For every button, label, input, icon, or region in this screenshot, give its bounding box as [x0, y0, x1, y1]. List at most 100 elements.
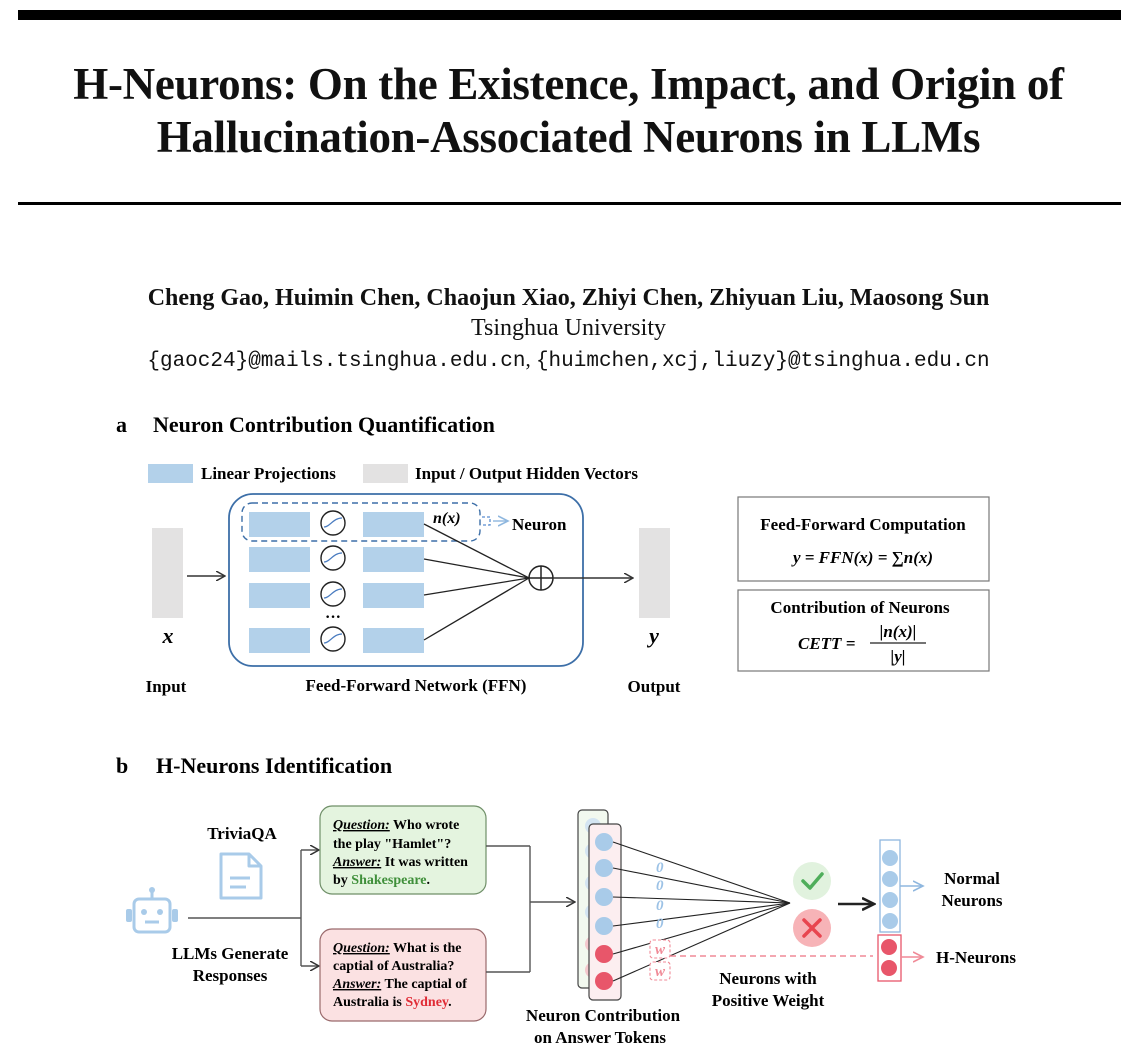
email-group-b[interactable]: {huimchen,xcj,liuzy}@tsinghua.edu.cn [535, 350, 990, 373]
weight-w-box [649, 961, 671, 981]
normal-neurons-line2: Neurons [941, 891, 1002, 910]
output-vector [639, 528, 670, 618]
weight-zero: 0 [656, 860, 664, 876]
contribution-columns [577, 809, 622, 1001]
positive-weights: w w [649, 939, 671, 981]
top-rule [18, 10, 1121, 20]
output-var-y: y [646, 623, 659, 648]
h-neuron-dot [595, 972, 613, 990]
a-text: Australia is [333, 995, 405, 1010]
normal-neuron-dot [882, 892, 898, 908]
ffn-computation-box [737, 496, 990, 582]
activation-icon [320, 545, 346, 571]
legend-linear-label: Linear Projections [201, 464, 336, 483]
document-icon [219, 852, 263, 900]
title-line-1: H-Neurons: On the Existence, Impact, and… [73, 59, 1064, 109]
normal-neuron-dot [882, 871, 898, 887]
cett-lhs: CETT = [798, 634, 855, 653]
sum-icon [528, 565, 554, 591]
positive-weight-line2: Positive Weight [712, 991, 825, 1010]
email-separator: , [525, 347, 536, 371]
ffn-computation-title: Feed-Forward Computation [760, 515, 966, 534]
positive-weight-line1: Neurons with [719, 969, 817, 988]
cross-icon [793, 909, 831, 947]
neuron-callout-bracket [482, 516, 491, 526]
h-neuron-dot [881, 939, 897, 955]
ffn-neurons: ··· [249, 510, 424, 653]
a-text: by [333, 873, 351, 888]
affiliation: Tsinghua University [471, 315, 666, 341]
cett-title: Contribution of Neurons [770, 598, 950, 617]
qa-correct-line3: Answer: It was written [332, 855, 468, 870]
q-text: the play "Hamlet"? [333, 837, 451, 852]
author-list: Cheng Gao, Huimin Chen, Chaojun Xiao, Zh… [147, 285, 990, 311]
normal-neuron-dot [595, 859, 613, 877]
contribution-label-line2: on Answer Tokens [534, 1028, 666, 1047]
normal-neuron-dot [595, 917, 613, 935]
a-label: Answer: [332, 855, 381, 870]
panel-a: a Neuron Contribution Quantification Lin… [116, 412, 990, 696]
neuron-label: Neuron [512, 515, 567, 534]
ffn-box [228, 493, 584, 667]
q-text: captial of Australia? [333, 959, 454, 974]
q-label: Question: [333, 818, 390, 833]
cett-denominator: |y| [890, 647, 905, 666]
a-text: It was written [381, 855, 468, 870]
llm-label-line1: LLMs Generate [172, 944, 289, 963]
a-end: . [448, 995, 452, 1010]
qa-correct-line1: Question: Who wrote [333, 818, 459, 833]
weight-w: w [655, 964, 666, 980]
response-connectors [188, 850, 318, 966]
h-neuron-dot [881, 960, 897, 976]
panel-a-letter: a [116, 412, 127, 437]
q-text: What is the [390, 941, 462, 956]
cett-numerator: |n(x)| [880, 622, 917, 641]
title-bottom-rule [18, 202, 1121, 205]
wrong-answer-highlight: Sydney [405, 995, 449, 1010]
neuron-nx-label: n(x) [433, 510, 461, 527]
a-label: Answer: [332, 977, 381, 992]
classifier-lines [612, 841, 791, 982]
q-text: Who wrote [390, 818, 459, 833]
ellipsis: ··· [325, 609, 341, 626]
activation-icon [320, 581, 346, 607]
weight-w: w [655, 942, 666, 958]
robot-icon [126, 887, 178, 934]
cett-box [737, 589, 990, 672]
up-projection [249, 583, 310, 608]
qa-wrong-line4: Australia is Sydney. [333, 995, 452, 1010]
q-label: Question: [333, 941, 390, 956]
panel-b: b H-Neurons Identification TriviaQA LLMs… [116, 753, 1016, 1047]
down-projection [363, 583, 424, 608]
contribution-label-line1: Neuron Contribution [526, 1006, 681, 1025]
h-neurons-label: H-Neurons [936, 948, 1016, 967]
h-neuron-dot [595, 945, 613, 963]
ffn-computation-formula: y = FFN(x) = ∑n(x) [791, 548, 933, 567]
weight-w-box [649, 939, 671, 959]
panel-b-title: H-Neurons Identification [156, 753, 392, 778]
weight-zero: 0 [656, 916, 664, 932]
down-projection [363, 628, 424, 653]
qa-card-wrong [319, 928, 487, 1022]
a-end: . [427, 873, 431, 888]
qa-card-correct [319, 805, 487, 895]
llm-label-line2: Responses [193, 966, 268, 985]
panel-b-letter: b [116, 753, 128, 778]
normal-neuron-dot [595, 833, 613, 851]
check-icon [793, 862, 831, 900]
legend-linear-swatch [148, 464, 193, 483]
author-emails: {gaoc24}@mails.tsinghua.edu.cn, {huimche… [0, 345, 1137, 376]
normal-neuron-dot [882, 850, 898, 866]
activation-icon [320, 510, 346, 536]
normal-neuron-dot [882, 913, 898, 929]
ffn-label: Feed-Forward Network (FFN) [306, 676, 527, 695]
card-connectors [486, 845, 574, 973]
panel-a-title: Neuron Contribution Quantification [153, 412, 495, 437]
up-projection [249, 547, 310, 572]
normal-neuron-dot [595, 888, 613, 906]
zero-weights: 0 0 0 0 [656, 860, 664, 932]
email-group-a[interactable]: {gaoc24}@mails.tsinghua.edu.cn [147, 350, 526, 373]
input-label: Input [146, 677, 187, 696]
up-projection [249, 628, 310, 653]
